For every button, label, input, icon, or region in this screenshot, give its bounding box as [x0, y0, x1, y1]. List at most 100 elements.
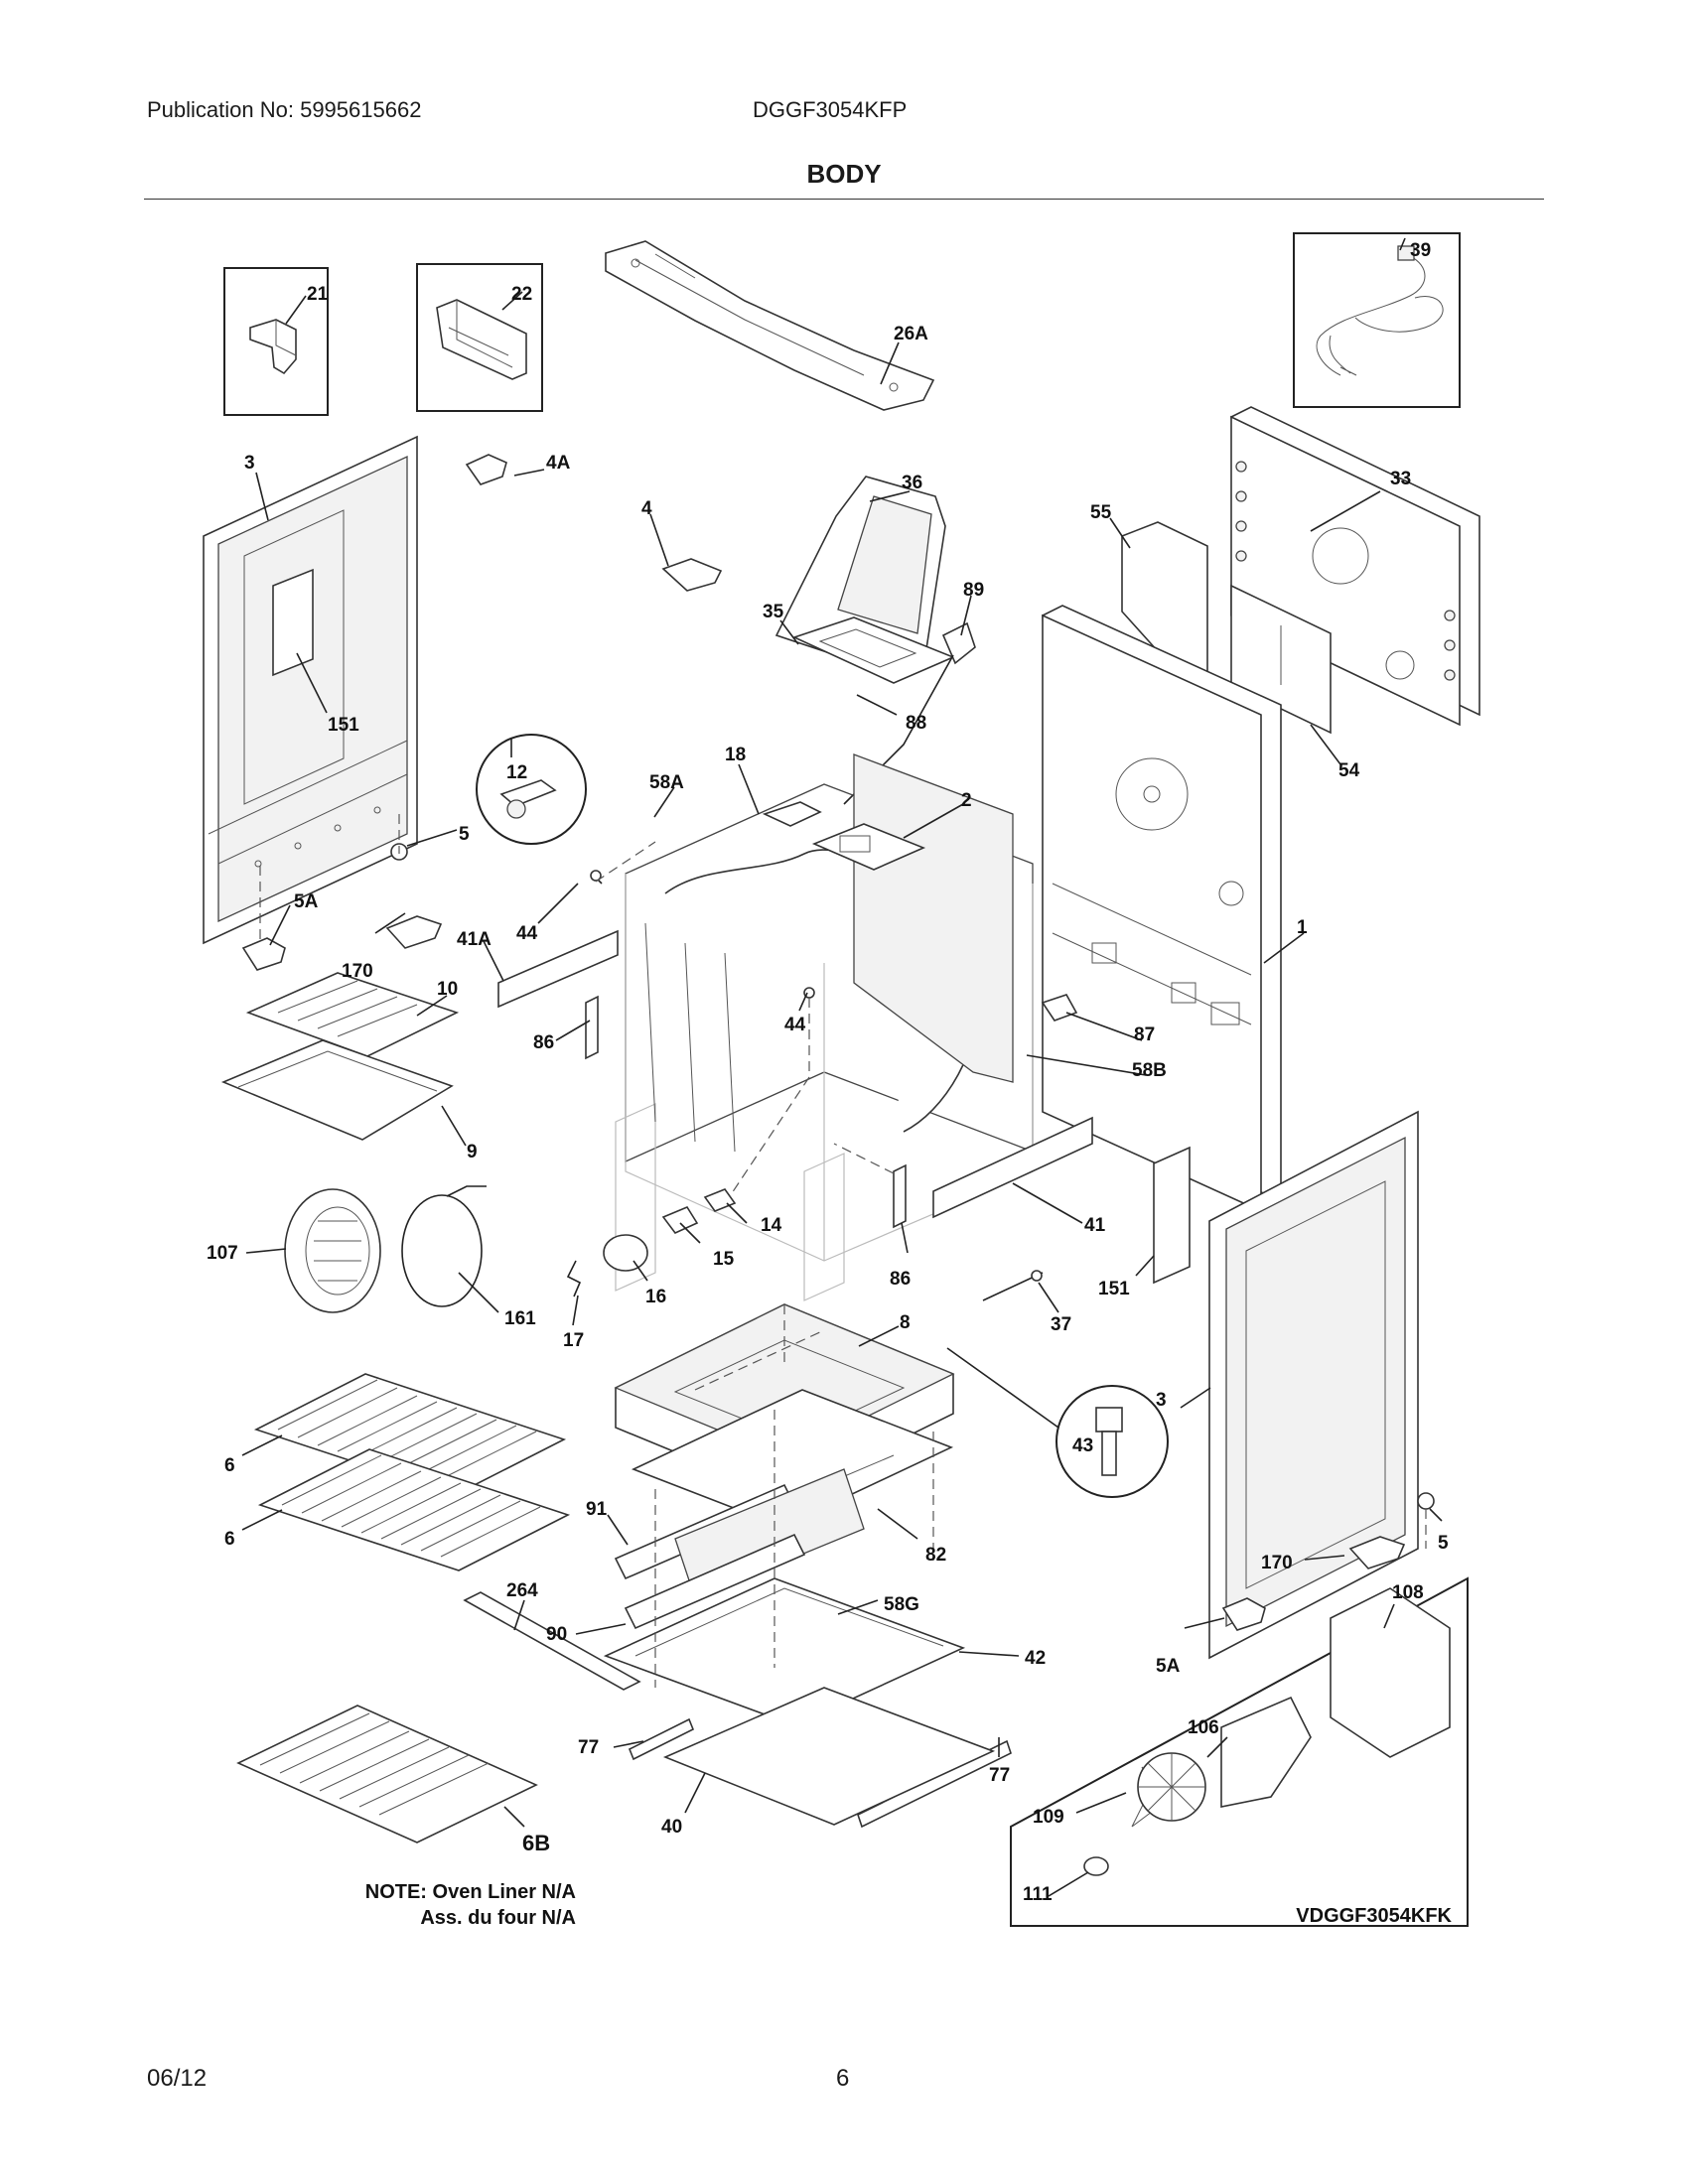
label-86-a: 86 [533, 1032, 554, 1053]
label-43: 43 [1072, 1435, 1093, 1456]
label-36: 36 [902, 473, 922, 493]
label-111: 111 [1023, 1884, 1053, 1905]
part-170-hinge-a [385, 915, 443, 949]
label-88: 88 [906, 713, 926, 734]
label-1: 1 [1297, 917, 1308, 938]
part-36-duct [774, 476, 946, 666]
alignment-lines [259, 814, 1427, 1688]
part-41-rail [932, 1116, 1093, 1219]
part-6-rack-lower [257, 1448, 571, 1571]
label-5A-b: 5A [1156, 1656, 1181, 1677]
label-10: 10 [437, 979, 458, 1000]
label-41: 41 [1084, 1215, 1106, 1236]
part-170-hinge-b [1348, 1536, 1406, 1570]
footer-date: 06/12 [147, 2065, 208, 2092]
label-9: 9 [467, 1142, 478, 1162]
part-9-vent-tray [220, 1039, 454, 1141]
part-5-screw-b [1417, 1492, 1435, 1510]
label-77-b: 77 [989, 1765, 1010, 1786]
label-44-b: 44 [784, 1015, 806, 1035]
model-number: DGGF3054KFP [753, 97, 908, 122]
part-16-lens [603, 1234, 648, 1272]
label-14: 14 [761, 1215, 782, 1236]
label-5-a: 5 [459, 824, 470, 845]
label-40: 40 [661, 1817, 682, 1838]
label-6-lower: 6 [224, 1529, 235, 1550]
part-151-bracket-b [1153, 1146, 1191, 1285]
label-2: 2 [961, 790, 972, 811]
part-77-slide-a [628, 1717, 695, 1761]
part-107-fan-cover [284, 1188, 381, 1313]
part-17-clip [566, 1260, 582, 1297]
note-line-2: Ass. du four N/A [420, 1907, 576, 1929]
label-82: 82 [925, 1545, 946, 1566]
publication-number: Publication No: 5995615662 [147, 97, 422, 122]
callout-labels: 21 22 26A 39 3 4A 36 33 4 55 89 35 88 15… [207, 240, 1449, 1905]
part-21-box [223, 267, 329, 416]
label-77-a: 77 [578, 1737, 599, 1758]
part-58B-insulation [853, 753, 1014, 1083]
label-17: 17 [563, 1330, 584, 1351]
label-161: 161 [504, 1308, 536, 1329]
part-15-bulb [661, 1206, 699, 1234]
part-4A-clip [465, 454, 507, 485]
label-21: 21 [307, 284, 329, 305]
label-15: 15 [713, 1249, 735, 1270]
label-86-b: 86 [890, 1269, 911, 1290]
part-37-wire [982, 1270, 1044, 1301]
part-42-tray [603, 1577, 966, 1726]
part-26A-bracket [605, 240, 935, 411]
part-18-bracket [762, 801, 822, 827]
label-54: 54 [1338, 760, 1360, 781]
label-58A: 58A [649, 772, 684, 793]
label-90: 90 [546, 1624, 567, 1645]
label-37: 37 [1051, 1314, 1071, 1335]
label-170-a: 170 [342, 961, 373, 982]
label-41A: 41A [457, 929, 492, 950]
label-22: 22 [511, 284, 532, 305]
label-91: 91 [586, 1499, 608, 1520]
label-39: 39 [1410, 240, 1431, 261]
label-5-b: 5 [1438, 1533, 1449, 1554]
part-3-door-left [203, 435, 418, 945]
part-22-box [416, 263, 543, 412]
part-14-socket [703, 1188, 737, 1212]
part-3-door-right [1208, 1110, 1419, 1660]
label-109: 109 [1033, 1807, 1064, 1828]
inset-model-number: VDGGF3054KFK [1296, 1905, 1452, 1927]
part-41A-rail [497, 929, 619, 1009]
part-86-bracket-a [585, 995, 599, 1060]
label-42: 42 [1025, 1648, 1046, 1669]
part-33-rear-panel [1230, 406, 1480, 727]
part-40-drawer-bottom [662, 1687, 996, 1826]
label-5A-a: 5A [294, 891, 319, 912]
label-8: 8 [900, 1312, 911, 1333]
label-4: 4 [641, 498, 652, 519]
label-108: 108 [1392, 1582, 1424, 1603]
label-12: 12 [506, 762, 527, 783]
part-87-grommet [1041, 994, 1078, 1022]
label-6B: 6B [522, 1831, 550, 1855]
part-264-rail [463, 1591, 641, 1691]
part-43-bolt-circle [946, 1347, 1169, 1498]
label-106: 106 [1188, 1717, 1219, 1738]
header-divider [144, 199, 1544, 200]
label-3-right: 3 [1156, 1390, 1167, 1411]
part-4-clip [661, 558, 723, 592]
label-35: 35 [763, 602, 784, 622]
part-86-bracket-b [893, 1163, 907, 1229]
label-4A: 4A [546, 453, 571, 474]
part-5A-hinge-a [241, 937, 286, 971]
label-170-b: 170 [1261, 1553, 1293, 1573]
label-87: 87 [1134, 1024, 1155, 1045]
label-151-b: 151 [1098, 1279, 1130, 1299]
label-55: 55 [1090, 502, 1112, 523]
part-2-plate [811, 823, 926, 871]
note-line-1: NOTE: Oven Liner N/A [365, 1881, 576, 1903]
label-26A: 26A [894, 324, 928, 344]
part-5A-hinge-b [1221, 1597, 1266, 1631]
label-6-upper: 6 [224, 1455, 235, 1476]
label-89: 89 [963, 580, 984, 601]
part-1-back-wall [1042, 605, 1282, 1213]
